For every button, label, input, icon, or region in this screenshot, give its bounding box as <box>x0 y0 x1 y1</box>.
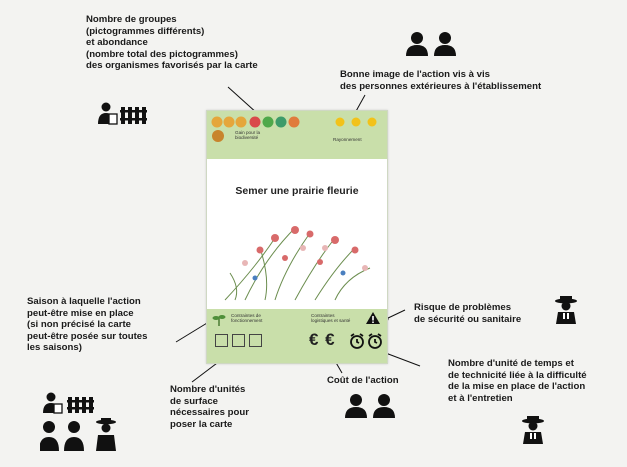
surface-unit-box <box>232 334 245 347</box>
alarm-clock-icons <box>350 333 382 349</box>
people-icon <box>406 32 456 56</box>
gardener-icon-temps <box>522 416 544 444</box>
organism-group-icons <box>211 116 300 128</box>
alarm-clock-icon <box>350 335 364 349</box>
person-document-fence-icons <box>98 102 147 125</box>
annotation-cout: Coût de l'action <box>327 375 399 386</box>
alarm-clock-icon <box>368 335 382 349</box>
annotation-surface: Nombre d'unités de surface nécessaires p… <box>170 384 249 430</box>
flower-illustration <box>224 226 371 301</box>
surface-unit-box <box>215 334 228 347</box>
season-plant-icon <box>212 315 226 326</box>
bottom-left-icons <box>40 392 116 451</box>
line-risque <box>385 309 406 320</box>
person-document-icon <box>101 102 111 112</box>
sun-icon <box>351 117 361 127</box>
gardener-icon <box>555 296 577 324</box>
people-icon-cost <box>345 394 395 418</box>
card-top-right-small: Rayonnement <box>333 137 362 142</box>
example-card: Gain pour la biodiversité Rayonnement Se… <box>206 110 388 364</box>
warning-icon <box>366 312 380 324</box>
cost-euros: € € <box>309 330 336 349</box>
card-title: Semer une prairie fleurie <box>235 185 359 197</box>
plant-icon <box>212 130 224 142</box>
annotation-risque: Risque de problèmes de sécurité ou sanit… <box>414 302 522 325</box>
card-bottom-right-small: Contraintes logistiques et santé <box>311 313 351 324</box>
surface-unit-box <box>249 334 262 347</box>
card-top-left-small: Gain pour la biodiversité <box>235 130 261 141</box>
line-groupes <box>227 86 259 115</box>
sun-icon <box>367 117 377 127</box>
annotation-temps: Nombre d'unité de temps et de technicité… <box>448 358 587 404</box>
fence-icon <box>120 107 147 124</box>
card-bottom-left-small: Contraintes de fonctionnement <box>231 313 263 324</box>
annotation-image: Bonne image de l'action vis à vis des pe… <box>340 69 542 92</box>
sun-icon <box>335 117 345 127</box>
annotation-groupes: Nombre de groupes (pictogrammes différen… <box>86 14 258 72</box>
sun-icons <box>335 117 377 127</box>
annotation-saison: Saison à laquelle l'action peut-être mis… <box>27 296 148 354</box>
line-temps <box>382 351 421 367</box>
